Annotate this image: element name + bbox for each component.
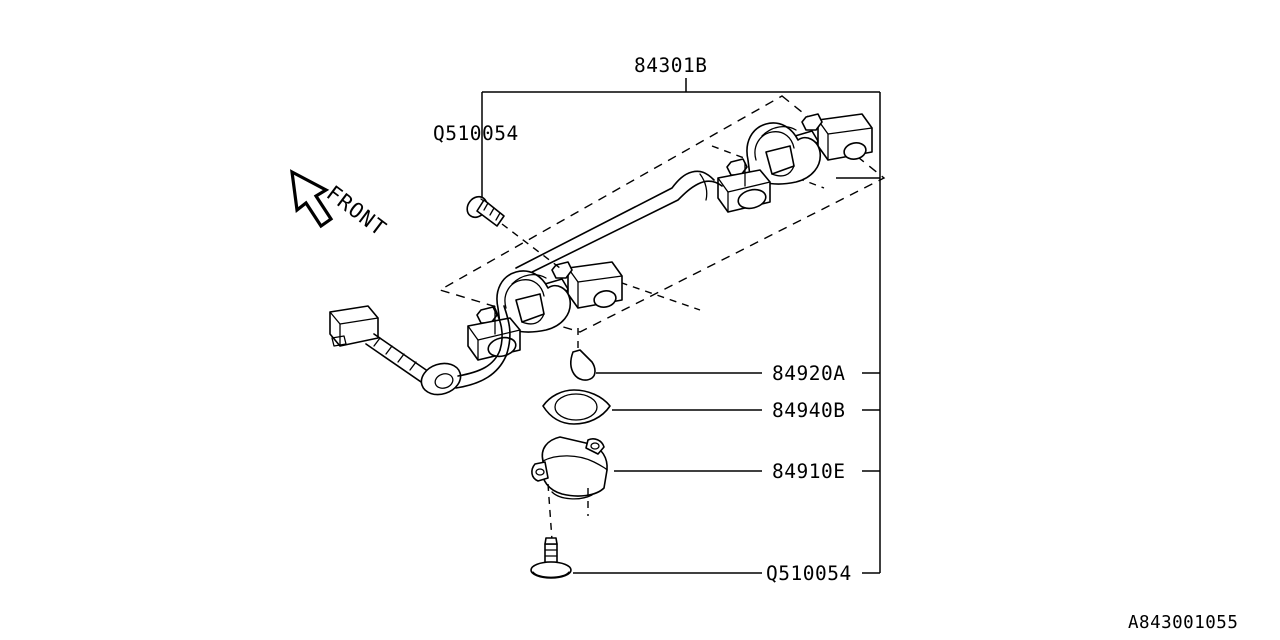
callout-labels: 84301B Q510054 84920A 84940B 84910E Q510…: [433, 54, 852, 585]
lower-bolt-flange-underside: [532, 571, 570, 578]
upper-bolt-boss: [801, 113, 823, 131]
harness-grommet-bore: [434, 373, 454, 389]
arrow-up-left-icon: [290, 169, 334, 229]
lower-side-boss: [593, 290, 617, 308]
upper-bolt-thread-1: [483, 202, 489, 211]
upper-bolt-part: [466, 195, 561, 269]
upper-side-boss: [843, 142, 867, 160]
harness-connector-body: [329, 305, 379, 347]
lamp-housing-body: [541, 436, 608, 497]
harness-bend-detail: [699, 173, 708, 201]
harness-cable-inner: [455, 355, 507, 389]
lower-bolt-part: [530, 537, 572, 579]
front-direction-marker: FRONT: [290, 169, 391, 241]
label-assembly: 84301B: [634, 54, 707, 77]
harness-upper-run-b: [519, 180, 723, 279]
conduit-rib-4: [409, 361, 417, 371]
harness-upper-run: [515, 170, 715, 269]
wiring-harness-connector-branch: [329, 305, 511, 396]
lower-lens-lip: [521, 313, 545, 325]
harness-loop-left: [493, 305, 503, 351]
label-bulb: 84920A: [772, 362, 845, 385]
wiring-harness-main: [515, 170, 723, 279]
drawing-number: A843001055: [1128, 613, 1238, 633]
lamp-install-path: [547, 483, 553, 541]
lamp-housing-part: [531, 436, 608, 541]
conduit-rib-3: [397, 353, 405, 363]
conduit-edge-top: [373, 333, 433, 375]
label-upper-bolt: Q510054: [433, 122, 519, 145]
upper-bolt-thread-3: [495, 212, 501, 221]
upper-bolt-thread-2: [489, 207, 495, 216]
gasket-part: [542, 389, 611, 425]
label-lamp-body: 84910E: [772, 460, 845, 483]
panel-inner-edge-upper: [711, 145, 825, 189]
lower-housing-rib: [504, 279, 545, 309]
upper-housing-rib: [754, 131, 795, 161]
front-label: FRONT: [322, 181, 391, 241]
harness-grommet: [420, 362, 462, 396]
bulb-body: [570, 349, 596, 381]
label-gasket: 84940B: [772, 399, 845, 422]
lamp-subassembly-upper-right: [717, 113, 873, 213]
lamp-subassembly-lower-left: [467, 261, 623, 361]
conduit-edge-bottom: [365, 343, 425, 385]
gasket-aperture: [554, 393, 598, 421]
harness-cable-outer: [457, 349, 501, 377]
lower-bolt-tip: [544, 537, 558, 545]
lower-wire-stub: [511, 273, 547, 285]
conduit-rib-1: [373, 337, 381, 347]
upper-wire-stub: [761, 125, 797, 137]
lamp-ear-left-hole: [535, 468, 545, 476]
harness-loop-right: [503, 305, 511, 357]
lamp-ear-right-hole: [590, 442, 600, 450]
lamp-housing-skirt: [551, 491, 593, 500]
callout-leader-framework: [481, 78, 881, 574]
label-lower-bolt: Q510054: [766, 562, 852, 585]
bulb-part: [570, 322, 596, 381]
conduit-rib-2: [385, 345, 393, 355]
lamp-housing-deck: [542, 455, 608, 471]
lower-bolt-flange: [530, 561, 572, 579]
harness-connector-latch: [331, 335, 347, 347]
upper-bolt-install-path: [501, 223, 561, 269]
upper-mount-boss: [737, 188, 767, 210]
upper-lens-lip: [771, 165, 795, 177]
